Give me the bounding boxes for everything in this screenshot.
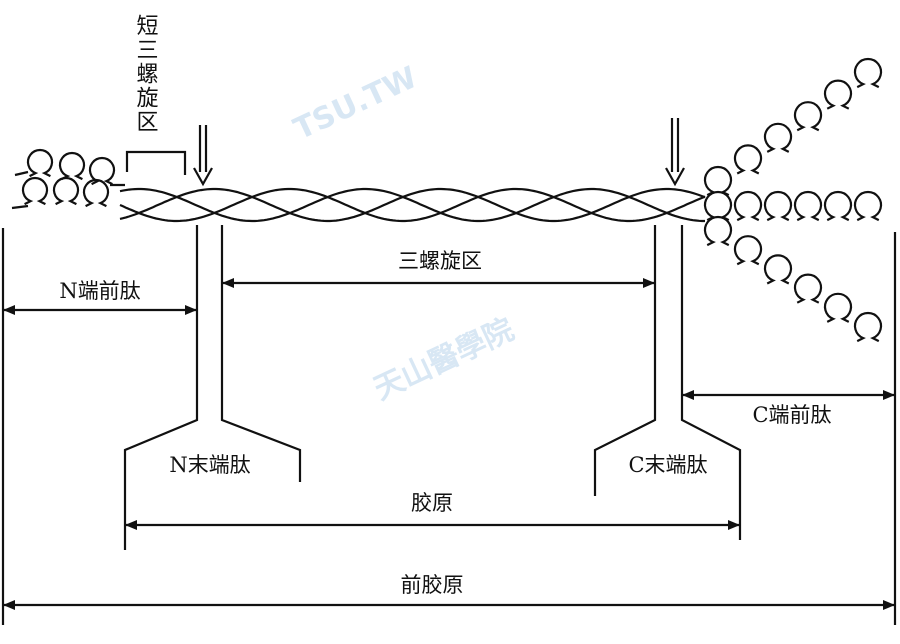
n-telopeptide-outline	[123, 225, 302, 550]
c-telopeptide-label: C末端肽	[628, 453, 707, 477]
coil-loop	[763, 190, 793, 222]
coil-loop	[26, 148, 54, 178]
coil-loop	[21, 176, 49, 206]
coil-loop	[793, 273, 823, 304]
n-cleavage-double-down-arrow-icon	[193, 125, 213, 187]
coil-loop	[823, 292, 853, 323]
coil-loop	[52, 176, 80, 206]
coil-tail	[11, 170, 125, 210]
propeptide-globular-coils	[11, 57, 883, 343]
c-telopeptide-outline	[593, 225, 742, 540]
coil-loop	[88, 156, 116, 186]
triple-helix-label: 三螺旋区	[398, 249, 482, 273]
coil-loop	[853, 190, 883, 222]
short-helix-label: 短三螺旋区	[133, 14, 159, 134]
watermark-layer: TSU.TW 天山醫學院	[289, 60, 520, 407]
coil-loop	[733, 144, 763, 175]
short-helix-bracket	[125, 150, 187, 175]
helix-strand	[119, 187, 705, 223]
coil-loop	[82, 178, 110, 208]
helix-strand	[119, 187, 706, 223]
coil-loop	[763, 254, 793, 285]
watermark-text: TSU.TW	[289, 60, 423, 147]
n-telopeptide-label: N末端肽	[169, 453, 250, 477]
coil-loop	[853, 57, 883, 89]
coil-loop	[733, 190, 763, 222]
coil-loop	[853, 311, 883, 343]
triple-helix-strands	[119, 187, 706, 223]
collagen-label: 胶原	[411, 491, 453, 515]
coil-loop	[703, 215, 733, 247]
c-propeptide-label: C端前肽	[752, 403, 831, 427]
coil-loop	[823, 190, 853, 222]
coil-loop	[793, 101, 823, 132]
n-propeptide-label: N端前肽	[59, 279, 140, 303]
helix-strand	[119, 187, 706, 223]
coil-loop	[823, 79, 853, 110]
coil-loop	[703, 190, 733, 222]
c-cleavage-double-down-arrow-icon	[665, 118, 685, 187]
coil-loop	[703, 165, 733, 197]
coil-loop	[793, 190, 823, 222]
coil-loop	[58, 151, 86, 181]
coil-loop	[763, 122, 793, 153]
procollagen-label: 前胶原	[401, 573, 464, 597]
watermark-text: 天山醫學院	[369, 312, 520, 407]
coil-loop	[733, 235, 763, 266]
